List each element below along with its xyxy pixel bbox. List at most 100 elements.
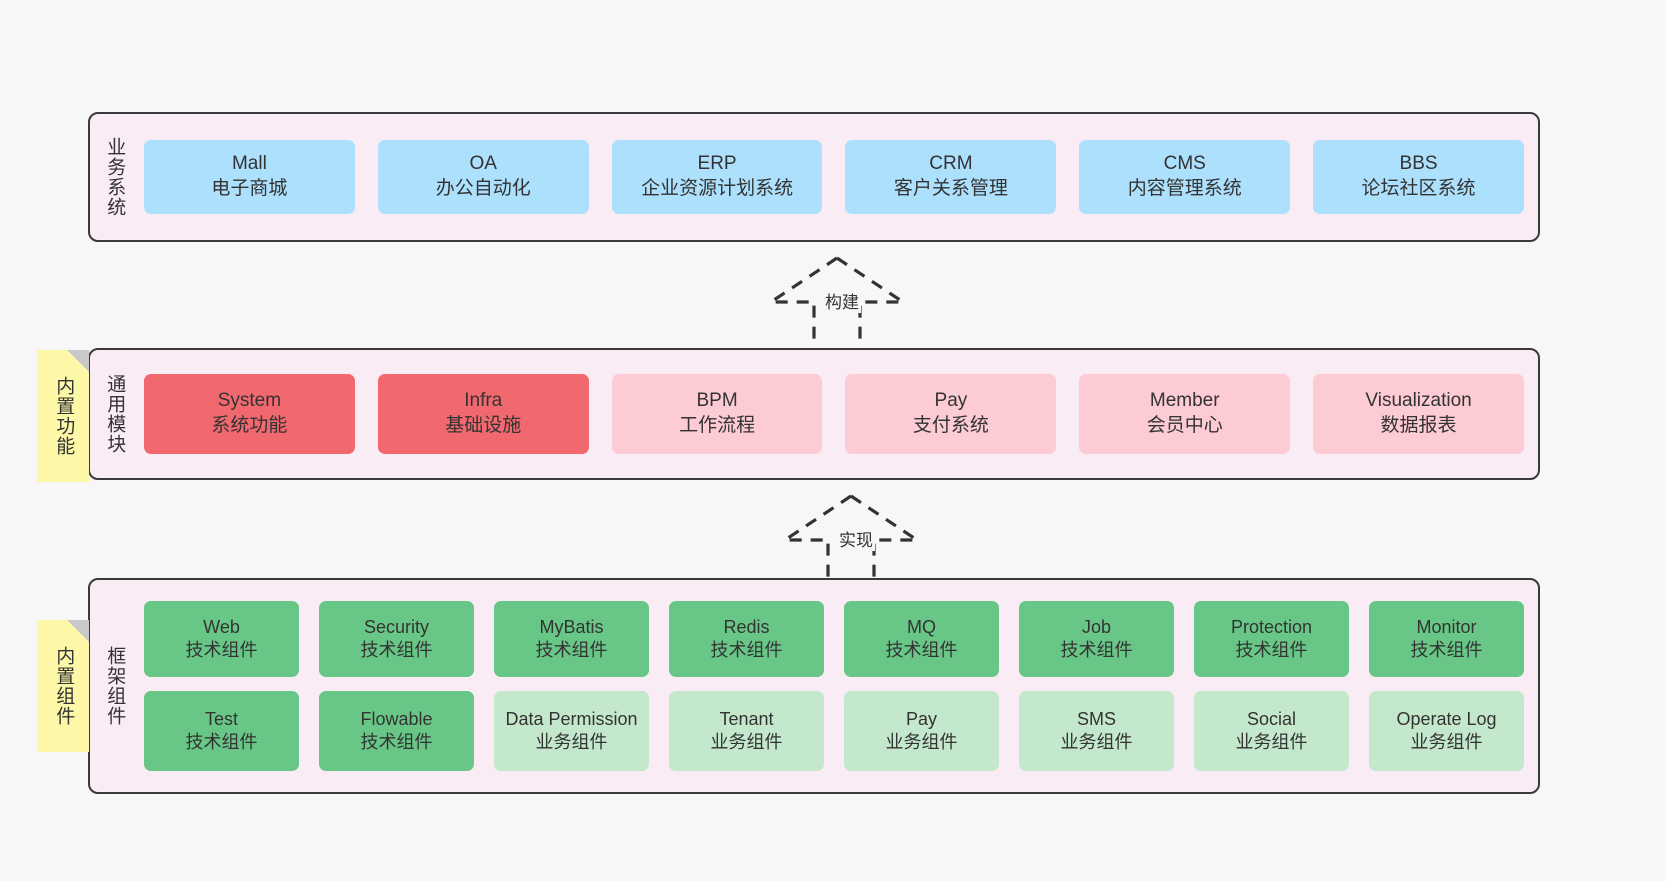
card-title: CMS: [1163, 153, 1206, 175]
card-subtitle: 业务组件: [535, 732, 608, 752]
card-bbs[interactable]: BBS 论坛社区系统: [1313, 140, 1524, 214]
card-subtitle: 论坛社区系统: [1361, 178, 1476, 199]
card-pay-module[interactable]: Pay 支付系统: [845, 374, 1057, 454]
card-social[interactable]: Social 业务组件: [1194, 691, 1349, 771]
card-title: SMS: [1076, 708, 1116, 729]
card-subtitle: 会员中心: [1146, 415, 1223, 436]
card-row: Mall 电子商城 OA 办公自动化 ERP 企业资源计划系统 CRM 客户关系…: [144, 140, 1524, 214]
layer-label-common-module: 通用模块: [104, 374, 126, 454]
note-label: 内置功能: [53, 376, 75, 456]
layer-label-framework-component: 框架组件: [104, 646, 126, 726]
card-title: OA: [469, 153, 497, 175]
card-cms[interactable]: CMS 内容管理系统: [1079, 140, 1291, 214]
card-subtitle: 技术组件: [360, 640, 433, 660]
card-oa[interactable]: OA 办公自动化: [377, 140, 589, 214]
card-bpm[interactable]: BPM 工作流程: [611, 374, 823, 454]
card-subtitle: 技术组件: [360, 732, 433, 752]
card-title: Operate Log: [1396, 708, 1497, 729]
layer-body-business-system: Mall 电子商城 OA 办公自动化 ERP 企业资源计划系统 CRM 客户关系…: [138, 114, 1538, 240]
card-title: BPM: [696, 390, 738, 412]
card-title: Test: [204, 708, 238, 729]
card-operate-log[interactable]: Operate Log 业务组件: [1369, 691, 1524, 771]
card-subtitle: 内容管理系统: [1127, 178, 1242, 199]
card-erp[interactable]: ERP 企业资源计划系统: [611, 140, 823, 214]
card-subtitle: 技术组件: [185, 640, 258, 660]
card-row: Test 技术组件 Flowable 技术组件 Data Permission …: [144, 691, 1524, 771]
card-subtitle: 技术组件: [535, 640, 608, 660]
card-web[interactable]: Web 技术组件: [144, 601, 299, 677]
card-subtitle: 企业资源计划系统: [641, 178, 794, 199]
card-title: Web: [203, 616, 240, 637]
card-subtitle: 工作流程: [679, 415, 756, 436]
card-mq[interactable]: MQ 技术组件: [844, 601, 999, 677]
card-test[interactable]: Test 技术组件: [144, 691, 299, 771]
card-visualization[interactable]: Visualization 数据报表: [1313, 374, 1524, 454]
card-title: Social: [1246, 708, 1297, 729]
card-tenant[interactable]: Tenant 业务组件: [669, 691, 824, 771]
page-fold-icon: [67, 620, 89, 642]
card-title: MyBatis: [539, 616, 604, 637]
card-subtitle: 办公自动化: [435, 178, 531, 199]
card-infra[interactable]: Infra 基础设施: [377, 374, 589, 454]
card-title: Tenant: [719, 708, 774, 729]
layer-common-module: 通用模块 System 系统功能 Infra 基础设施 BPM 工作流程 Pay…: [88, 348, 1540, 480]
card-title: BBS: [1399, 153, 1438, 175]
card-subtitle: 基础设施: [445, 415, 522, 436]
card-redis[interactable]: Redis 技术组件: [669, 601, 824, 677]
card-system[interactable]: System 系统功能: [144, 374, 355, 454]
card-title: System: [217, 390, 282, 412]
generalization-arrow-build: 构建: [752, 252, 922, 344]
card-title: Monitor: [1416, 616, 1477, 637]
card-subtitle: 技术组件: [1060, 640, 1133, 660]
card-title: Member: [1149, 390, 1220, 412]
card-monitor[interactable]: Monitor 技术组件: [1369, 601, 1524, 677]
card-job[interactable]: Job 技术组件: [1019, 601, 1174, 677]
layer-body-common-module: System 系统功能 Infra 基础设施 BPM 工作流程 Pay 支付系统…: [138, 350, 1538, 478]
card-subtitle: 客户关系管理: [893, 178, 1008, 199]
card-mybatis[interactable]: MyBatis 技术组件: [494, 601, 649, 677]
card-subtitle: 支付系统: [912, 415, 989, 436]
card-title: CRM: [929, 153, 973, 175]
card-member[interactable]: Member 会员中心: [1079, 374, 1291, 454]
card-subtitle: 业务组件: [710, 732, 783, 752]
card-title: MQ: [907, 616, 936, 637]
card-row: Web 技术组件 Security 技术组件 MyBatis 技术组件 Redi…: [144, 601, 1524, 677]
card-title: Visualization: [1365, 390, 1472, 412]
card-title: Job: [1081, 616, 1112, 637]
card-flowable[interactable]: Flowable 技术组件: [319, 691, 474, 771]
generalization-arrow-implement: 实现: [766, 490, 936, 582]
card-title: Redis: [723, 616, 770, 637]
card-protection[interactable]: Protection 技术组件: [1194, 601, 1349, 677]
layer-body-framework-component: Web 技术组件 Security 技术组件 MyBatis 技术组件 Redi…: [138, 580, 1538, 792]
card-title: Protection: [1230, 616, 1313, 637]
card-subtitle: 技术组件: [185, 732, 258, 752]
card-subtitle: 业务组件: [1060, 732, 1133, 752]
card-title: ERP: [697, 153, 737, 175]
card-title: Mall: [231, 153, 267, 175]
card-subtitle: 系统功能: [211, 415, 288, 436]
card-pay-component[interactable]: Pay 业务组件: [844, 691, 999, 771]
page-fold-icon: [67, 350, 89, 372]
card-subtitle: 技术组件: [885, 640, 958, 660]
layer-business-system: 业务系统 Mall 电子商城 OA 办公自动化 ERP 企业资源计划系统 CRM…: [88, 112, 1540, 242]
card-crm[interactable]: CRM 客户关系管理: [845, 140, 1057, 214]
layer-framework-component: 框架组件 Web 技术组件 Security 技术组件 MyBatis 技术组件…: [88, 578, 1540, 794]
card-title: Pay: [934, 390, 968, 412]
card-data-permission[interactable]: Data Permission 业务组件: [494, 691, 649, 771]
card-title: Flowable: [360, 708, 433, 729]
card-security[interactable]: Security 技术组件: [319, 601, 474, 677]
note-builtin-component: 内置组件: [37, 620, 89, 752]
card-title: Pay: [905, 708, 938, 729]
layer-label-business-system: 业务系统: [104, 137, 126, 217]
card-subtitle: 业务组件: [885, 732, 958, 752]
note-builtin-function: 内置功能: [37, 350, 89, 482]
card-mall[interactable]: Mall 电子商城: [144, 140, 355, 214]
card-subtitle: 数据报表: [1380, 415, 1457, 436]
card-subtitle: 技术组件: [1410, 640, 1483, 660]
card-sms[interactable]: SMS 业务组件: [1019, 691, 1174, 771]
card-subtitle: 业务组件: [1235, 732, 1308, 752]
card-subtitle: 技术组件: [710, 640, 783, 660]
note-label: 内置组件: [53, 646, 75, 726]
card-subtitle: 电子商城: [211, 178, 288, 199]
